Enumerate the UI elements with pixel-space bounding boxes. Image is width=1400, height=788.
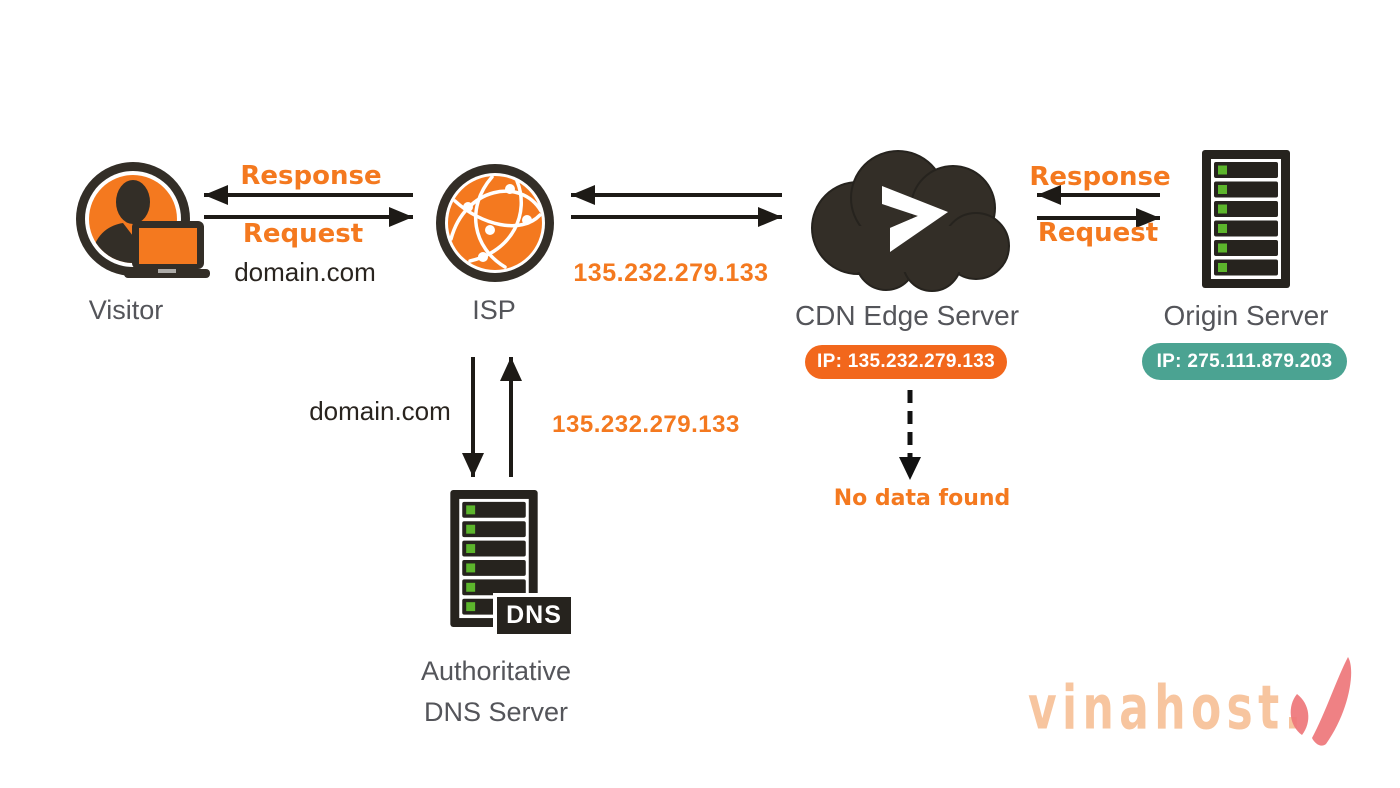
visitor-label: Visitor — [88, 295, 164, 325]
isp-dns-domain-label: domain.com — [309, 396, 451, 426]
cdn-origin-request-label: Request — [1037, 218, 1159, 248]
dns-badge: DNS — [497, 597, 571, 634]
cdn-ip-badge-text: IP: 135.232.279.133 — [817, 351, 995, 372]
dns-badge-text: DNS — [506, 601, 562, 629]
cdn-ip-badge: IP: 135.232.279.133 — [805, 345, 1007, 379]
isp-cdn-request-arrow — [571, 207, 782, 227]
visitor-isp-domain-label: domain.com — [234, 257, 376, 287]
isp-dns-answer-arrow — [500, 357, 522, 477]
origin-server-icon — [1202, 150, 1290, 288]
cdn-origin-request-arrow — [1037, 208, 1160, 228]
dns-label-line1: Authoritative — [420, 656, 572, 686]
dns-label-line2: DNS Server — [423, 697, 569, 727]
visitor-isp-request-arrow — [204, 207, 413, 227]
isp-cdn-response-arrow — [571, 185, 782, 205]
vinahost-check-icon — [1290, 657, 1352, 746]
isp-dns-query-arrow — [462, 357, 484, 477]
origin-ip-badge-text: IP: 275.111.879.203 — [1156, 350, 1333, 372]
no-data-found-label: No data found — [833, 486, 1011, 511]
cdn-cloud-icon — [811, 150, 1010, 292]
origin-ip-badge: IP: 275.111.879.203 — [1142, 343, 1347, 380]
isp-label: ISP — [472, 295, 516, 325]
isp-dns-ip-label: 135.232.279.133 — [552, 411, 740, 438]
visitor-isp-request-label: Request — [242, 219, 364, 249]
visitor-icon — [76, 162, 210, 278]
isp-globe-icon — [436, 164, 554, 282]
cdn-origin-response-arrow — [1037, 185, 1160, 205]
origin-label: Origin Server — [1163, 300, 1329, 331]
visitor-isp-response-arrow — [204, 185, 413, 205]
cdn-label: CDN Edge Server — [794, 300, 1020, 331]
cdn-nodata-dashed-arrow — [899, 390, 921, 480]
visitor-isp-response-label: Response — [240, 161, 382, 191]
vinahost-watermark-text: vinahost. — [1028, 671, 1307, 743]
isp-cdn-ip-label: 135.232.279.133 — [573, 259, 769, 287]
